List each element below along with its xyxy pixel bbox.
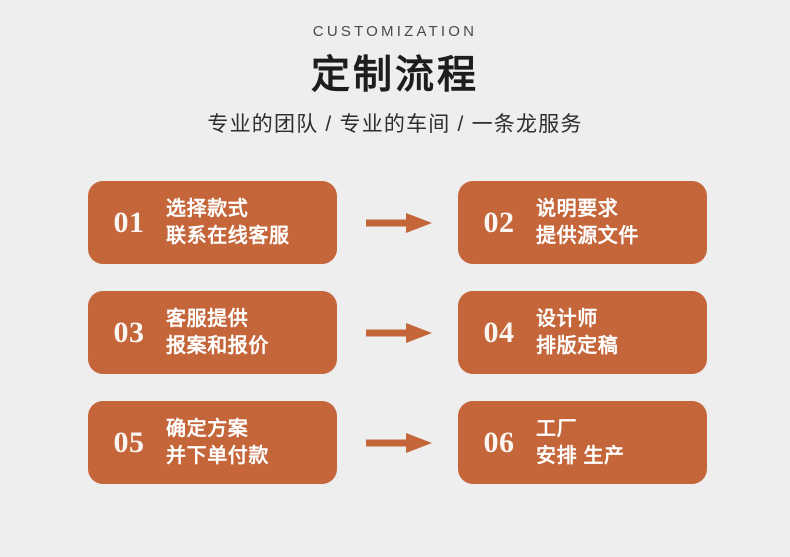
flow-steps-container: 01 选择款式 联系在线客服 02 说明要求 提供源文件: [88, 181, 707, 484]
flow-step-card-04[interactable]: 04 设计师 排版定稿: [458, 291, 707, 374]
arrow-right-icon: [366, 212, 432, 234]
flow-row: 03 客服提供 报案和报价 04 设计师 排版定稿: [88, 291, 707, 374]
step-text-line-1: 选择款式: [166, 197, 249, 220]
page-subtitle: 专业的团队 / 专业的车间 / 一条龙服务: [207, 112, 583, 136]
step-text-line-1: 设计师: [536, 307, 598, 330]
step-text: 选择款式 联系在线客服: [166, 196, 337, 249]
step-number: 03: [113, 315, 145, 349]
flow-step-card-01[interactable]: 01 选择款式 联系在线客服: [88, 181, 337, 264]
flow-row: 01 选择款式 联系在线客服 02 说明要求 提供源文件: [88, 181, 707, 264]
flow-step-card-03[interactable]: 03 客服提供 报案和报价: [88, 291, 337, 374]
step-text-line-1: 客服提供: [166, 307, 249, 330]
step-text: 说明要求 提供源文件: [536, 196, 707, 249]
step-number: 06: [483, 425, 515, 459]
step-text-line-2: 安排 生产: [536, 444, 625, 467]
arrow-right-icon: [366, 322, 432, 344]
arrow-right-icon: [366, 432, 432, 454]
flow-step-card-05[interactable]: 05 确定方案 并下单付款: [88, 401, 337, 484]
step-number: 04: [483, 315, 515, 349]
step-text-line-2: 排版定稿: [536, 334, 619, 357]
step-text-line-1: 说明要求: [536, 197, 619, 220]
step-text-line-2: 提供源文件: [536, 224, 639, 247]
step-text: 工厂 安排 生产: [536, 416, 707, 469]
step-text: 客服提供 报案和报价: [166, 306, 337, 359]
step-number: 01: [113, 205, 145, 239]
page-title: 定制流程: [310, 54, 479, 97]
step-text-line-2: 联系在线客服: [166, 224, 290, 247]
step-text-line-2: 并下单付款: [166, 444, 269, 467]
flow-step-card-02[interactable]: 02 说明要求 提供源文件: [458, 181, 707, 264]
step-text: 确定方案 并下单付款: [166, 416, 337, 469]
flow-step-card-06[interactable]: 06 工厂 安排 生产: [458, 401, 707, 484]
step-number: 05: [113, 425, 145, 459]
step-number: 02: [483, 205, 515, 239]
step-text-line-1: 工厂: [536, 417, 578, 440]
page-header: CUSTOMIZATION 定制流程 专业的团队 / 专业的车间 / 一条龙服务: [0, 0, 790, 136]
step-text: 设计师 排版定稿: [536, 306, 707, 359]
flow-row: 05 确定方案 并下单付款 06 工厂 安排 生产: [88, 401, 707, 484]
eyebrow-label: CUSTOMIZATION: [312, 23, 478, 40]
step-text-line-2: 报案和报价: [166, 334, 269, 357]
step-text-line-1: 确定方案: [166, 417, 249, 440]
